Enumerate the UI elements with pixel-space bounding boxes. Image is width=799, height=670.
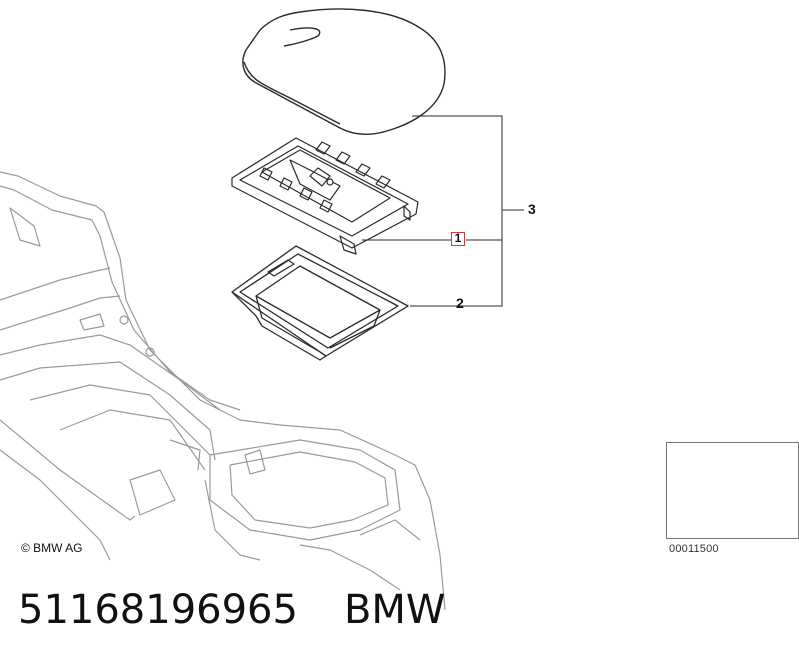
callout-1-highlighted[interactable]: 1 <box>451 232 465 246</box>
hinge-frame-part <box>231 137 419 255</box>
armrest-lid <box>242 8 446 135</box>
brand-name: BMW <box>343 587 446 633</box>
caption: 51168196965 BMW <box>18 587 445 633</box>
copyright-notice: © BMW AG <box>21 541 83 555</box>
storage-tray <box>231 245 409 361</box>
callout-3[interactable]: 3 <box>528 201 536 217</box>
callout-2[interactable]: 2 <box>456 295 464 311</box>
thumbnail-code: 00011500 <box>669 543 719 555</box>
part-number: 51168196965 <box>18 587 298 633</box>
leader-lines <box>362 115 524 307</box>
center-console-outline <box>0 171 446 611</box>
vehicle-thumbnail-frame <box>666 442 799 539</box>
